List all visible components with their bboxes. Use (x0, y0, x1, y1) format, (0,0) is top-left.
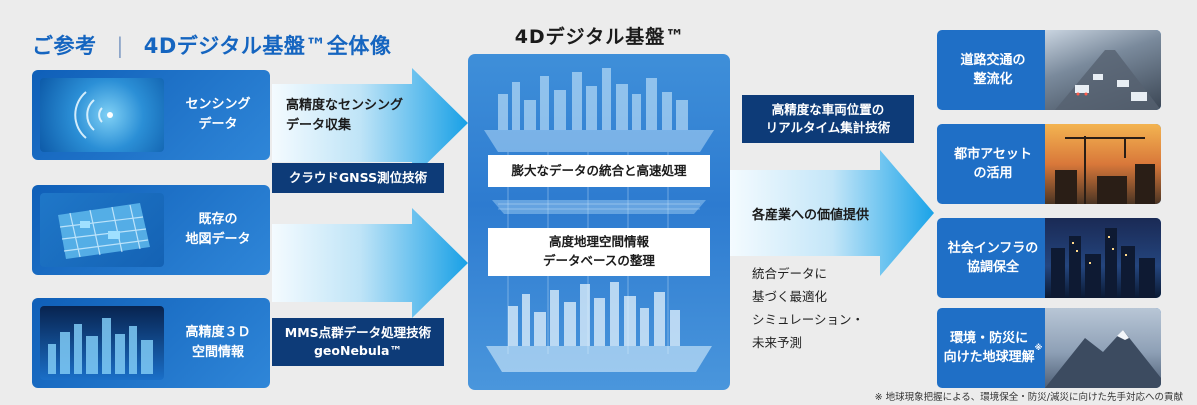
footnote-mark: ※ (1034, 343, 1043, 352)
output-card-infra: 社会インフラの 協調保全 (937, 218, 1161, 298)
output-label: 環境・防災に 向けた地球理解※ (937, 308, 1049, 388)
point-cloud-icon (40, 306, 164, 380)
output-label: 都市アセット の活用 (954, 146, 1032, 182)
construction-photo (1045, 124, 1161, 204)
footnote: ※ 地球現象把握による、環境保全・防災/減災に向けた先手対応への貢献 (874, 392, 1183, 403)
value-label: 各産業への価値提供 (752, 208, 870, 223)
city-night-photo (1045, 218, 1161, 298)
input-card-sensing: センシング データ (32, 70, 270, 160)
tech-gnss: クラウドGNSS測位技術 (272, 163, 444, 193)
tech-mms: MMS点群データ処理技術 geoNebula™ (272, 318, 444, 366)
tech-realtime: 高精度な車両位置の リアルタイム集計技術 (742, 95, 914, 143)
output-label: 社会インフラの 協調保全 (947, 240, 1039, 276)
title-main: 4Dデジタル基盤™全体像 (143, 34, 392, 58)
center-panel (468, 54, 730, 390)
input-label: 高精度３Ｄ 空間情報 (185, 324, 251, 360)
output-label-text: 環境・防災に 向けた地球理解 (943, 330, 1035, 366)
arrow-collect (272, 68, 468, 178)
output-card-asset: 都市アセット の活用 (937, 124, 1161, 204)
optimize-text: 統合データに 基づく最適化 シミュレーション・ 未来予測 (752, 266, 865, 351)
title-separator: | (116, 34, 124, 58)
radar-icon (40, 78, 164, 152)
input-card-map: 既存の 地図データ (32, 185, 270, 275)
map-icon (40, 193, 164, 267)
input-label: 既存の 地図データ (185, 211, 251, 247)
arrow-map (272, 208, 468, 318)
center-title: 4Dデジタル基盤™ (514, 26, 686, 48)
arrow-collect-label: 高精度なセンシング データ収集 (286, 98, 404, 134)
title-prefix: ご参考 (32, 34, 97, 58)
box-database: 高度地理空間情報 データベースの整理 (488, 228, 710, 276)
mountain-photo (1045, 308, 1161, 388)
output-card-traffic: 道路交通の 整流化 (937, 30, 1161, 110)
arrow-value (730, 150, 934, 276)
traffic-photo (1045, 30, 1161, 110)
output-card-earth: 環境・防災に 向けた地球理解※ (937, 308, 1161, 388)
input-card-3d: 高精度３Ｄ 空間情報 (32, 298, 270, 388)
digital-city-icon (484, 68, 714, 372)
page-title: ご参考 | 4Dデジタル基盤™全体像 (32, 30, 391, 60)
input-label: センシング データ (185, 96, 251, 132)
output-label: 道路交通の 整流化 (960, 52, 1026, 88)
box-integration: 膨大なデータの統合と高速処理 (488, 155, 710, 187)
